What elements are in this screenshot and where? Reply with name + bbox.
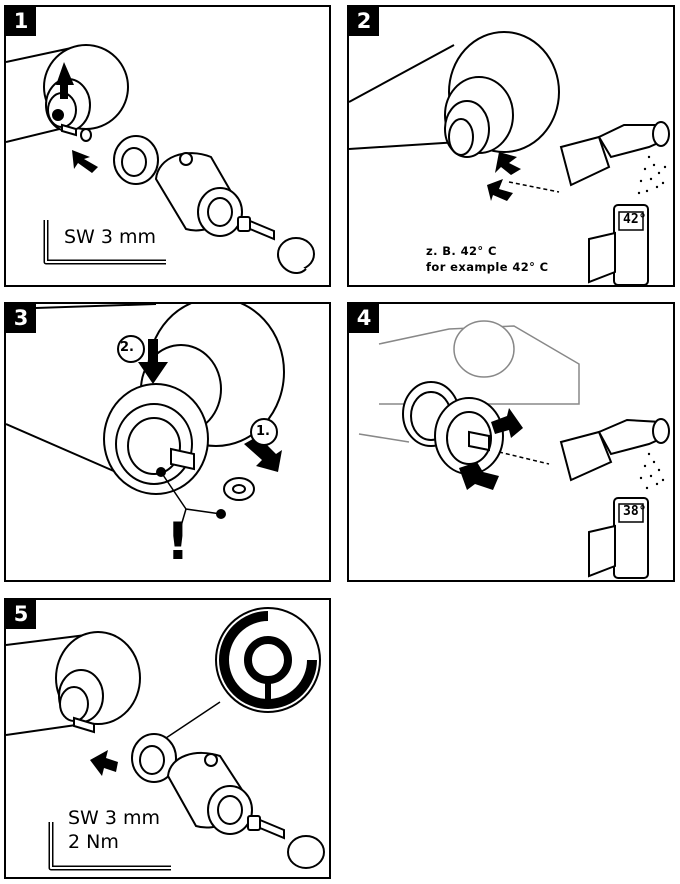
step-1-illustration (6, 44, 315, 274)
step-3-panel: 3 2. 1. ! (4, 302, 331, 582)
step-tag-second: 2. (120, 340, 134, 355)
temperature-example-de: z. B. 42° C (426, 244, 497, 258)
thermometer-icon (588, 497, 649, 579)
step-tag-first: 1. (256, 424, 270, 439)
rotate-arrow-top-icon (495, 152, 521, 175)
step-3-illustration (6, 304, 285, 527)
step-3-number: 3 (6, 304, 36, 333)
arrow-up-icon (56, 62, 74, 99)
rotate-arrow-bottom-icon (459, 462, 499, 490)
torque-label: 2 Nm (68, 831, 119, 853)
rotate-arrow-top-icon (491, 408, 523, 438)
thermometer-icon (588, 204, 649, 285)
arrow-left-icon (90, 750, 118, 776)
step-4-number: 4 (349, 304, 379, 333)
temperature-example-en: for example 42° C (426, 260, 549, 274)
thermometer-readout: 38° (623, 504, 647, 519)
step-4-illustration (358, 320, 670, 579)
arrow-left-icon (244, 436, 282, 472)
step-5-illustration (6, 607, 325, 871)
warning-mark: ! (166, 512, 190, 572)
arrow-right-icon (72, 150, 98, 173)
step-4-panel: 4 3 (347, 302, 675, 582)
thermometer-readout: 42° (623, 212, 647, 227)
step-1-number: 1 (6, 7, 36, 36)
arrow-down-icon (138, 339, 168, 384)
step-1-panel: 1 (4, 5, 331, 287)
rotate-arrow-bottom-icon (487, 179, 513, 201)
step-2-number: 2 (349, 7, 379, 36)
step-5-panel: 5 (4, 598, 331, 879)
wrench-size-label: SW 3 mm (64, 226, 157, 248)
step-2-illustration (349, 31, 670, 285)
step-5-number: 5 (6, 600, 36, 629)
wrench-size-label: SW 3 mm (68, 807, 161, 829)
step-2-panel: 2 42° z. B (347, 5, 675, 287)
detail-zoom-icon (165, 607, 321, 739)
